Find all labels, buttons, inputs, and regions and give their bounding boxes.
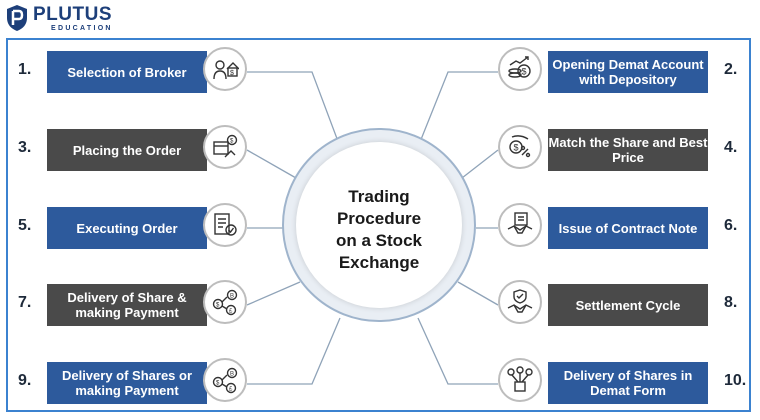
step-number: 9. (18, 372, 32, 389)
brand-logo: PLUTUS EDUCATION (6, 4, 146, 34)
handshake-shield-icon (498, 280, 542, 324)
connector-8 (457, 281, 499, 306)
svg-text:$: $ (216, 381, 220, 387)
connector-2 (415, 71, 498, 153)
center-title-line-3: on a Stock (336, 231, 422, 250)
step-label: Opening Demat Account with Depository (548, 51, 708, 93)
step-number: 3. (18, 139, 32, 156)
step-number: 1. (18, 61, 32, 78)
svg-text:$: $ (230, 70, 234, 77)
svg-text:B: B (230, 372, 234, 378)
step-number: 8. (724, 294, 738, 311)
svg-text:B: B (230, 294, 234, 300)
svg-text:$: $ (216, 303, 220, 309)
connector-1 (247, 71, 343, 153)
brand-name: PLUTUS (33, 4, 112, 25)
step-number: 7. (18, 294, 32, 311)
step-number: 2. (724, 61, 738, 78)
brand-tagline: EDUCATION (51, 25, 113, 32)
step-number: 10. (724, 372, 747, 389)
step-label: Executing Order (47, 207, 207, 249)
connector-4 (461, 149, 499, 179)
step-number: 5. (18, 217, 32, 234)
connector-10 (417, 317, 498, 385)
step-label: Issue of Contract Note (548, 207, 708, 249)
diagram-frame (6, 38, 751, 412)
center-title-line-4: Exchange (338, 253, 420, 272)
svg-text:£: £ (229, 387, 233, 393)
broker-icon: $ (203, 47, 247, 91)
svg-text:$: $ (230, 139, 234, 145)
step-label: Delivery of Share & making Payment (47, 284, 207, 326)
step-label: Placing the Order (47, 129, 207, 171)
svg-text:£: £ (229, 309, 233, 315)
connector-9 (247, 317, 341, 385)
center-title-line-1: Trading (348, 187, 410, 206)
shield-logo-icon (7, 5, 27, 31)
step-number: 4. (724, 139, 738, 156)
svg-text:$: $ (514, 143, 519, 153)
checklist-icon (203, 203, 247, 247)
svg-text:$: $ (522, 67, 527, 77)
step-label: Delivery of Shares or making Payment (47, 362, 207, 404)
currency-exchange-icon: $ B £ (203, 280, 247, 324)
connector-3 (246, 149, 297, 179)
center-hub: Trading Procedure on a Stock Exchange (282, 128, 476, 322)
center-title-line-2: Procedure (336, 209, 422, 228)
order-box-icon: $ (203, 125, 247, 169)
step-label: Delivery of Shares in Demat Form (548, 362, 708, 404)
price-match-icon: $ (498, 125, 542, 169)
coins-growth-icon: $ (498, 47, 542, 91)
network-box-icon (498, 358, 542, 402)
step-label: Settlement Cycle (548, 284, 708, 326)
currency-exchange-icon: $ B £ (203, 358, 247, 402)
handshake-contract-icon (498, 203, 542, 247)
step-label: Match the Share and Best Price (548, 129, 708, 171)
step-number: 6. (724, 217, 738, 234)
step-label: Selection of Broker (47, 51, 207, 93)
connector-7 (246, 281, 301, 306)
